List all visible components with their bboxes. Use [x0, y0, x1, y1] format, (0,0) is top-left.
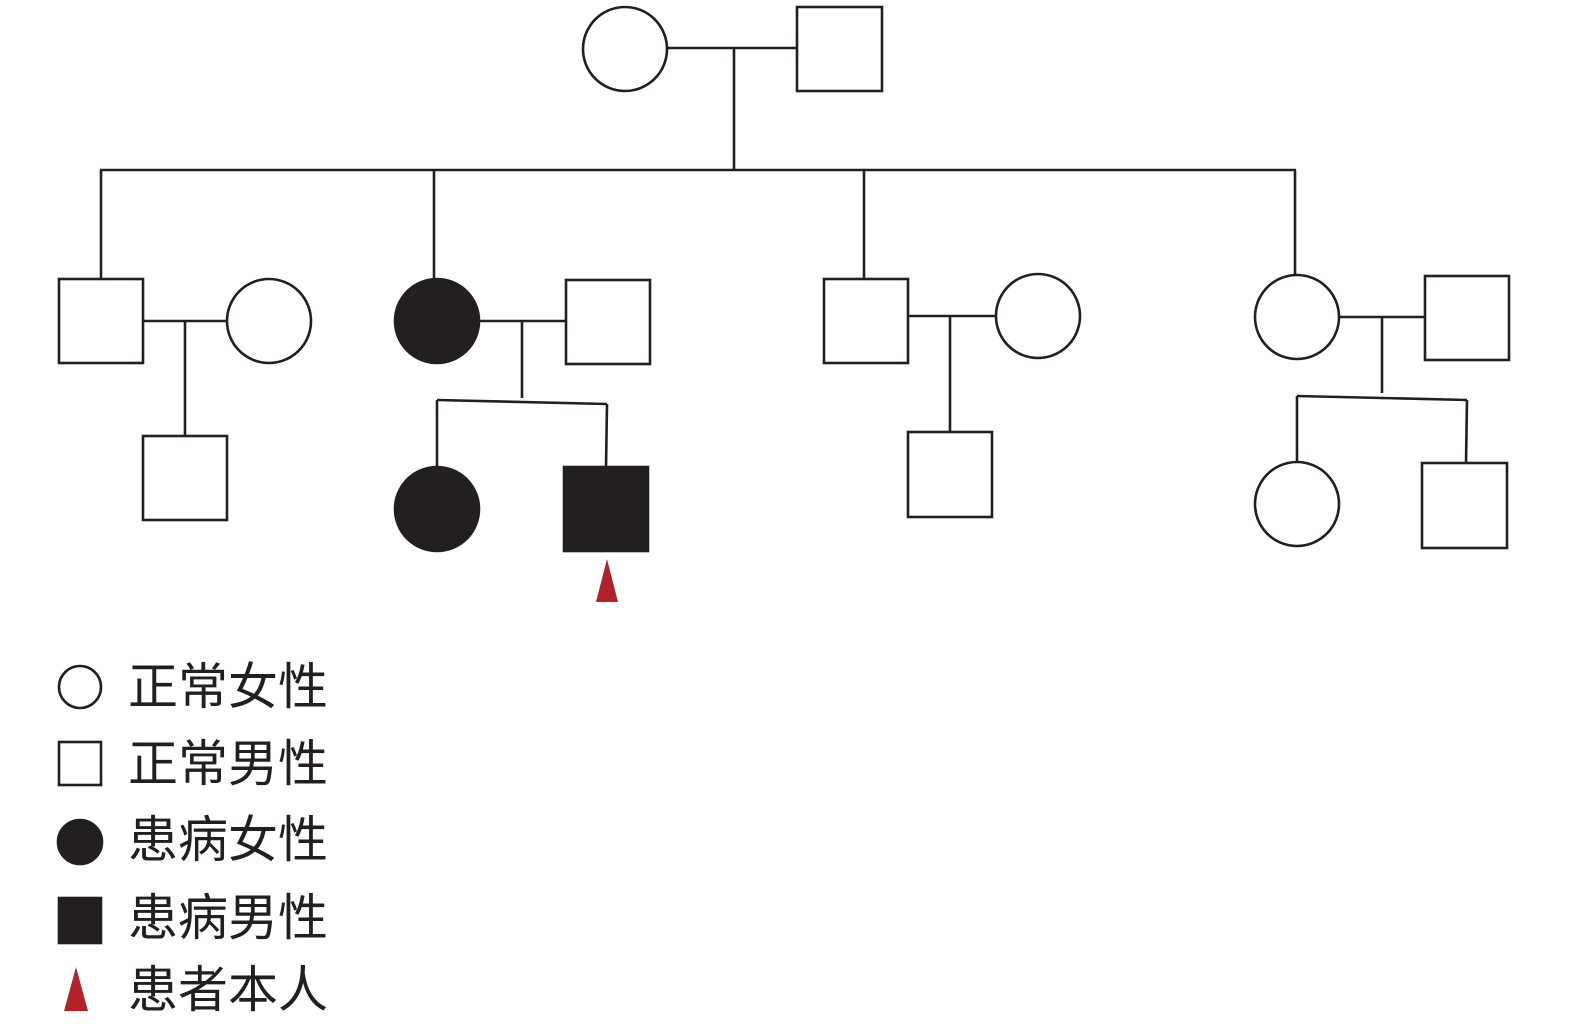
gen2-daughter4-normal-female [1253, 273, 1341, 361]
proband-arrow-icon [64, 967, 88, 1011]
family-1 [57, 277, 313, 522]
gen3-child-normal-male [141, 434, 229, 522]
drop-line [604, 403, 609, 468]
gen2-son1-normal-male [57, 277, 145, 365]
proband-arrow-icon [596, 559, 618, 602]
spouse-normal-male [1423, 274, 1511, 362]
legend-item-affected-female: 患病女性 [56, 811, 328, 869]
legend-label: 正常男性 [128, 735, 328, 793]
gen3-daughter-affected-female [393, 465, 481, 553]
generation-1 [581, 5, 884, 170]
gen2-son3-normal-male [822, 277, 910, 365]
legend-label: 患病男性 [128, 889, 328, 947]
spouse-normal-male [564, 278, 652, 366]
gen3-daughter-normal-female [1253, 460, 1341, 548]
gen1-father-normal-male [795, 5, 884, 93]
spouse-normal-female [994, 272, 1082, 360]
square-open-icon [57, 740, 103, 787]
legend-item-affected-male: 患病男性 [57, 889, 328, 947]
legend-label: 正常女性 [128, 658, 328, 716]
family-3 [822, 272, 1082, 519]
gen2-daughter-affected-female [393, 277, 481, 365]
legend-label: 患病女性 [128, 811, 328, 869]
gen3-son-affected-male-proband [562, 465, 650, 553]
legend-item-normal-female: 正常女性 [57, 658, 328, 716]
circle-filled-icon [56, 818, 104, 866]
sibship-line [1296, 394, 1468, 402]
legend-item-normal-male: 正常男性 [57, 735, 328, 793]
sibship-line [436, 398, 608, 406]
legend: 正常女性 正常男性 患病女性 患病男性 患者本人 [56, 658, 328, 1019]
gen3-child-normal-male [906, 430, 994, 519]
circle-open-icon [57, 664, 103, 710]
gen3-son-normal-male [1420, 461, 1509, 550]
spouse-normal-female [225, 277, 313, 365]
gen1-mother-normal-female [581, 5, 669, 93]
square-filled-icon [57, 896, 103, 945]
legend-label: 患者本人 [128, 961, 328, 1019]
legend-item-proband: 患者本人 [64, 961, 328, 1019]
sibship-gen2 [99, 168, 1297, 279]
family-4 [1253, 273, 1511, 550]
family-2 [393, 277, 652, 602]
drop-line [1464, 399, 1469, 464]
